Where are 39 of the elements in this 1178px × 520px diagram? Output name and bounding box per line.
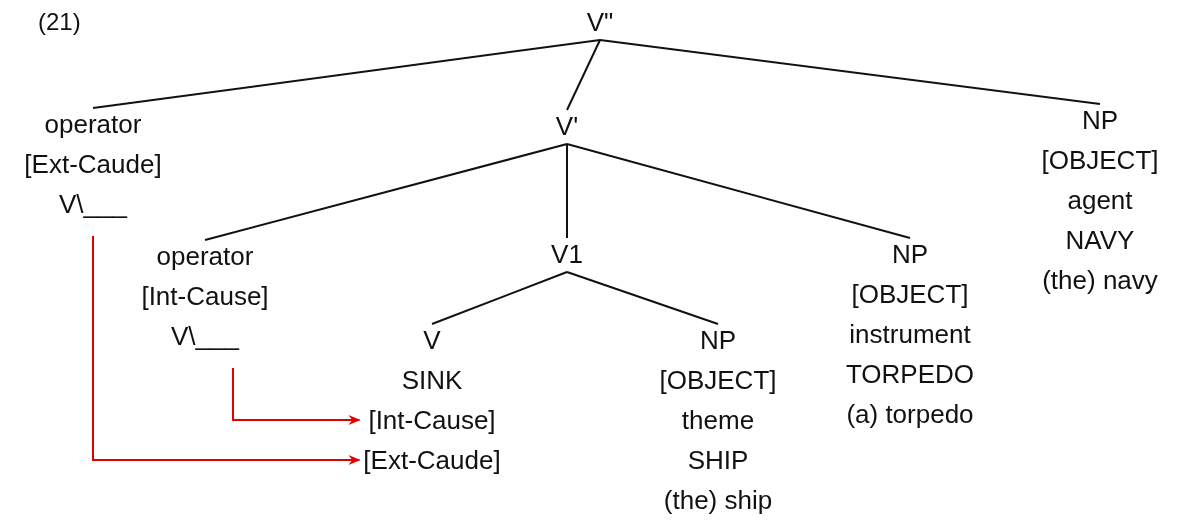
- node-label: agent: [1067, 184, 1133, 217]
- node-label: [OBJECT]: [851, 278, 969, 311]
- node-label: V1: [551, 238, 583, 271]
- node-label: TORPEDO: [845, 358, 975, 391]
- node-label: theme: [681, 404, 755, 437]
- tree-branch: [566, 143, 911, 239]
- node-label: SHIP: [687, 444, 749, 477]
- node-label: (the) ship: [663, 484, 773, 517]
- node-label: NAVY: [1065, 224, 1135, 257]
- tree-branch: [566, 143, 568, 239]
- node-label: [Int-Cause]: [368, 404, 496, 437]
- node-label: operator: [44, 108, 142, 141]
- tree-branch: [599, 39, 1101, 105]
- node-label: instrument: [849, 318, 971, 351]
- node-label: V: [423, 324, 441, 357]
- node-label: V\___: [59, 188, 127, 221]
- tree-branch: [566, 39, 601, 111]
- node-label: (a) torpedo: [846, 398, 974, 431]
- node-label: SINK: [401, 364, 463, 397]
- tree-branch: [566, 271, 719, 325]
- node-label: NP: [1081, 104, 1119, 137]
- node-label: V\___: [171, 320, 239, 353]
- node-label: NP: [891, 238, 929, 271]
- node-label: [Int-Cause]: [141, 280, 269, 313]
- arrow: [232, 367, 361, 425]
- node-label: [Ext-Caude]: [24, 148, 162, 181]
- node-label: V": [586, 6, 614, 39]
- node-label: V': [555, 110, 579, 143]
- node-label: NP: [699, 324, 737, 357]
- tree-branch: [431, 271, 568, 325]
- example-number: (21): [38, 8, 81, 36]
- node-label: [OBJECT]: [1041, 144, 1159, 177]
- node-label: [Ext-Caude]: [363, 444, 501, 477]
- node-label: [OBJECT]: [659, 364, 777, 397]
- node-label: (the) navy: [1042, 264, 1158, 297]
- arrow: [92, 235, 361, 465]
- tree-branch: [92, 39, 601, 109]
- node-label: operator: [156, 240, 254, 273]
- tree-branch: [204, 143, 568, 241]
